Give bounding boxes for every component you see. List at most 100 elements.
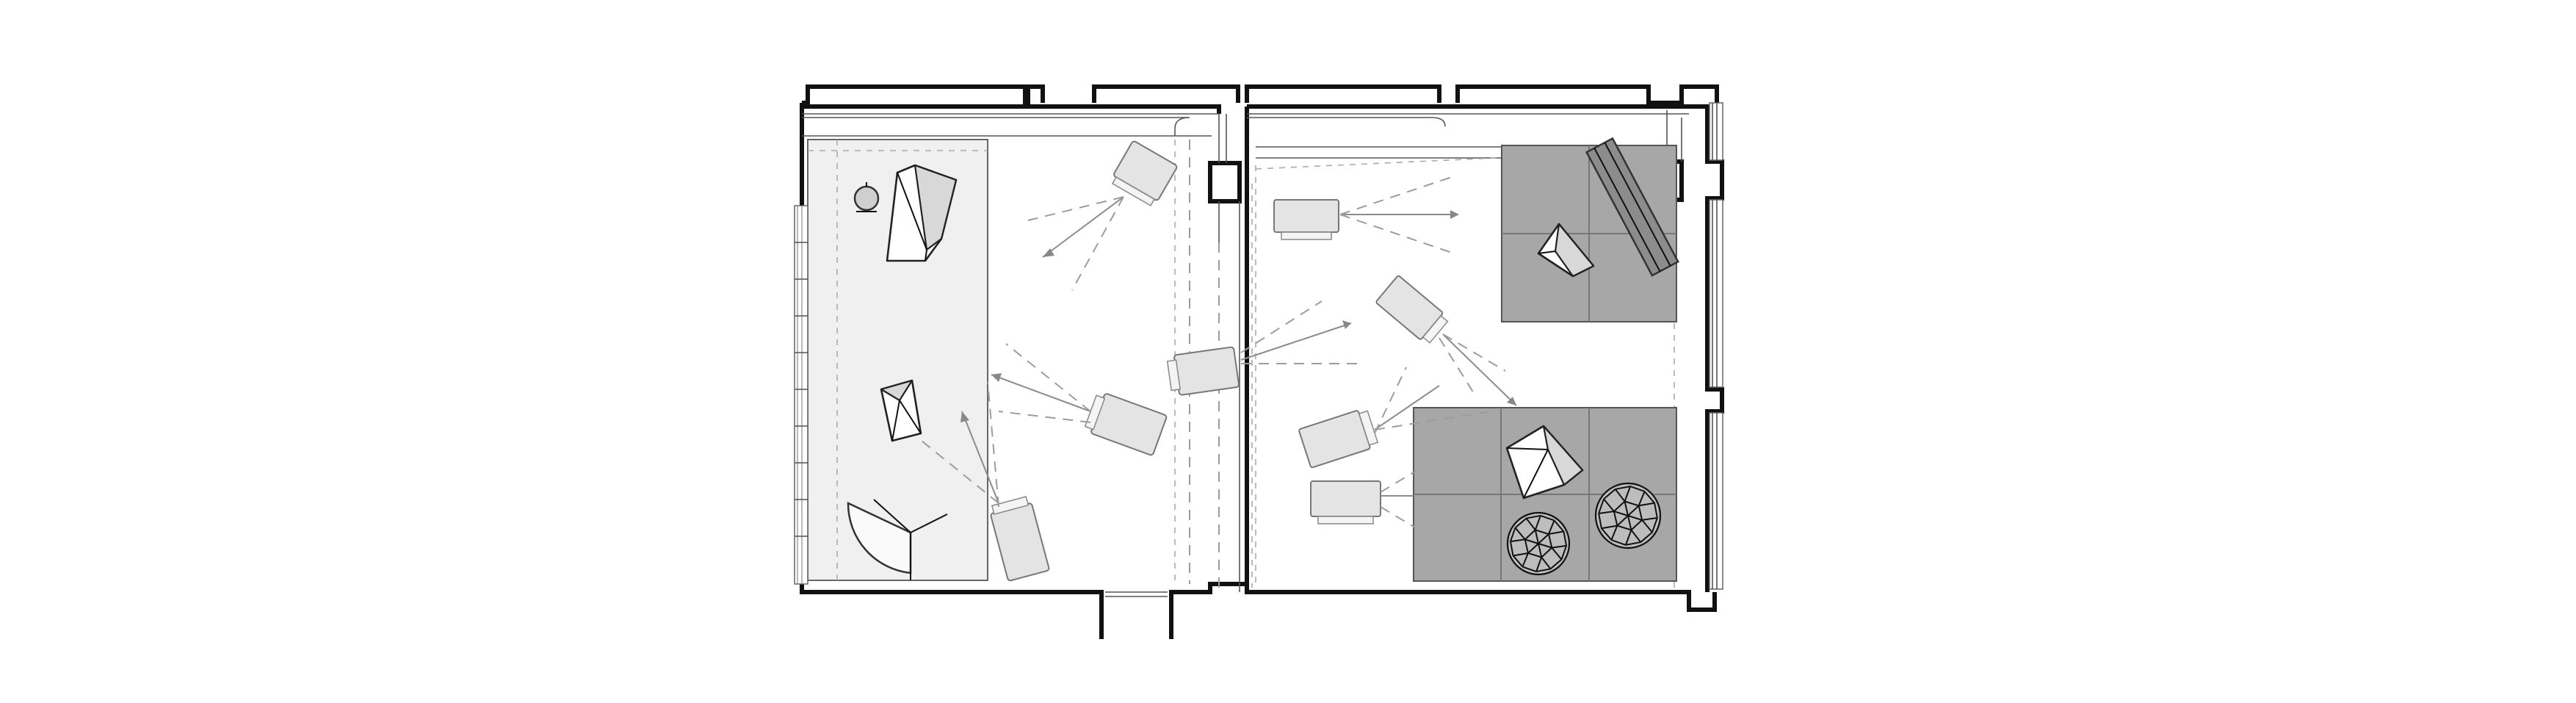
projection-ray: [1240, 322, 1352, 361]
projection-ray: [998, 343, 1091, 423]
geodesic-facet: [1624, 486, 1631, 502]
geodesic-facet: [1527, 543, 1539, 554]
projection-ray: [1374, 385, 1440, 430]
stool-icon: [853, 182, 880, 212]
projection-ray: [1339, 176, 1455, 254]
geodesic-facet: [1551, 547, 1563, 560]
geodesic-facet: [1613, 500, 1626, 512]
left-room-walls: [800, 84, 1249, 639]
geodesic-facet: [1535, 529, 1549, 535]
geodesic-facet: [1548, 530, 1564, 536]
projection-ray: [1439, 334, 1506, 397]
geodesic-facet: [1510, 538, 1525, 543]
geodesic-facet: [1525, 517, 1536, 530]
geodesic-facet: [1651, 517, 1658, 533]
geodesic-facet: [1601, 524, 1618, 530]
left-window-strip: [794, 205, 808, 585]
arrow-head: [991, 373, 1002, 382]
geodesic-facet: [1538, 543, 1552, 549]
geodesic-facet: [1541, 557, 1552, 570]
entrance-door: [1105, 591, 1168, 597]
projector-icon: [1273, 199, 1339, 240]
right-room-top-wall: [1245, 84, 1719, 105]
geodesic-facet: [1552, 544, 1567, 549]
geodesic-facet: [1512, 555, 1524, 568]
geodesic-facet: [1629, 486, 1645, 492]
geodesic-facet: [1535, 568, 1551, 573]
arrow-head: [1043, 248, 1054, 257]
geodesic-facet: [1603, 498, 1615, 512]
geodesic-facet: [1522, 566, 1537, 573]
geodesic-facet: [1534, 530, 1539, 544]
geodesic-facet: [1524, 529, 1536, 541]
right-room-walls: [1245, 104, 1717, 612]
geodesic-facet: [1524, 539, 1529, 554]
geodesic-facet: [1630, 529, 1642, 543]
geodesic-facet: [1627, 515, 1643, 521]
geodesic-facet: [1563, 531, 1568, 547]
projector-icon: [1084, 393, 1168, 456]
geodesic-facet: [1541, 547, 1552, 558]
geodesic-facet: [1509, 527, 1516, 542]
projection-ray: [1442, 334, 1517, 406]
geodesic-facet: [1514, 527, 1526, 540]
sculpture-icon: [886, 164, 958, 262]
geodesic-facet: [1598, 511, 1615, 514]
geodesic-facet: [1598, 513, 1602, 529]
geodesic-facet: [1524, 538, 1539, 544]
geodesic-facet: [1641, 517, 1658, 521]
geodesic-facet: [1654, 502, 1658, 519]
right-dashed-guides: [1251, 150, 1675, 588]
geodesic-facet: [1610, 525, 1618, 541]
geodesic-facet: [1513, 552, 1529, 557]
projector-icon: [1166, 346, 1240, 396]
geodesic-facet: [1538, 543, 1543, 558]
projector-icon: [1375, 275, 1449, 344]
geodesic-facet: [1630, 519, 1643, 531]
left-upper-corridor: [802, 113, 1219, 137]
projector-icon: [1111, 140, 1178, 206]
geodesic-facet: [1624, 501, 1629, 516]
geodesic-facet: [1527, 552, 1542, 558]
geodesic-facet: [1509, 541, 1514, 556]
geodesic-facet: [1624, 500, 1639, 507]
mid-partition: [1218, 114, 1240, 592]
sculpture-icon: [1537, 223, 1595, 278]
geodesic-facet: [1598, 499, 1604, 514]
geodesic-facet: [1615, 486, 1631, 490]
right-room: [1240, 84, 1724, 612]
geodesic-facet: [1611, 539, 1627, 546]
projection-ray: [991, 374, 1091, 412]
projection-ray: [1380, 469, 1418, 530]
geodesic-facet: [1549, 558, 1563, 570]
geodesic-facet: [1601, 527, 1613, 541]
left-room: [794, 84, 1249, 639]
projector-icon: [1310, 480, 1381, 524]
geodesic-facet: [1625, 541, 1641, 546]
geodesic-facet: [1538, 533, 1549, 544]
projection-ray: [961, 411, 999, 504]
geodesic-facet: [1534, 515, 1541, 530]
geodesic-facet: [1614, 489, 1626, 502]
left-dashed-guides: [808, 140, 1176, 584]
sculpture-icon: [1505, 425, 1584, 500]
geodesic-facet: [1553, 519, 1565, 533]
geodesic-facet: [1613, 511, 1629, 516]
fan-sculpture-icon: [847, 499, 948, 580]
sculpture-icon: [880, 379, 922, 442]
projection-ray: [921, 381, 999, 508]
geodesic-facet: [1625, 530, 1632, 546]
bench-icon: [1585, 137, 1679, 277]
column-icon: [1208, 161, 1242, 203]
geodesic-sphere-icon: [1594, 482, 1662, 549]
arrow-head: [960, 411, 969, 422]
left-room-top-wall: [802, 104, 1221, 114]
geodesic-facet: [1638, 505, 1643, 521]
right-window-strip: [1666, 102, 1724, 592]
geodesic-facet: [1641, 519, 1653, 533]
geodesic-facet: [1617, 524, 1632, 531]
geodesic-facet: [1540, 514, 1555, 522]
geodesic-sphere-icon: [1506, 511, 1571, 576]
geodesic-facet: [1514, 517, 1527, 529]
geodesic-facet: [1638, 502, 1655, 507]
